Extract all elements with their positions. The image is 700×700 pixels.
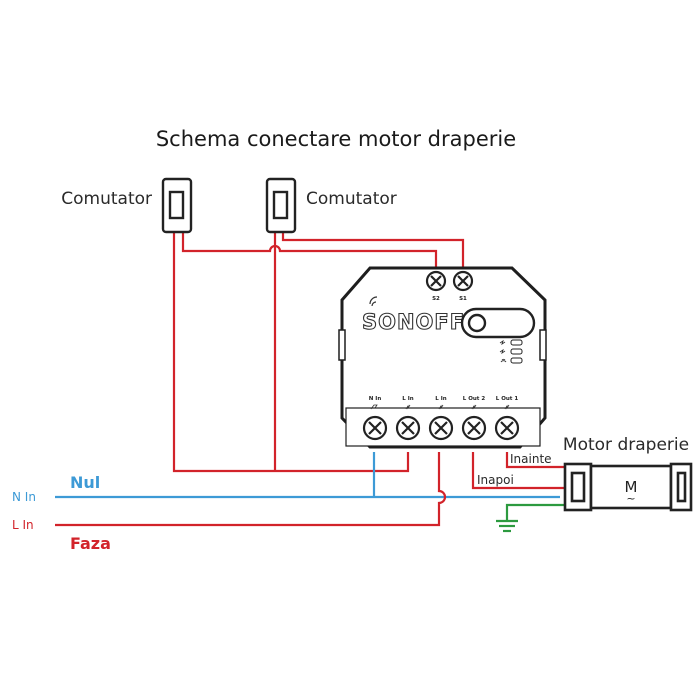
led-channel-2-icon <box>499 348 506 355</box>
motor-symbol: M <box>625 478 638 496</box>
terminal-l-out-2: L Out 2 <box>461 396 487 441</box>
phase-line <box>55 452 447 527</box>
terminal-s2 <box>425 270 447 292</box>
switch-1 <box>161 177 193 234</box>
ground-wire <box>505 503 565 520</box>
wifi-waves-icon <box>369 296 378 307</box>
motor-ac-symbol: ~ <box>626 492 635 505</box>
terminal-s2-label: S2 <box>432 296 440 302</box>
motor-label: Motor draperie <box>563 435 689 455</box>
phase-code-label: L In <box>12 518 34 532</box>
switch-1-label: Comutator <box>61 189 152 209</box>
diagram-title: Schema conectare motor draperie <box>156 127 516 151</box>
forward-wire-label: Inainte <box>510 452 552 466</box>
wire-switch1-s2 <box>181 232 438 270</box>
terminal-n-in: N In <box>362 396 388 441</box>
phase-name-label: Faza <box>70 534 111 553</box>
ground-symbol <box>496 519 518 533</box>
terminal-s1-label: S1 <box>459 296 467 302</box>
curtain-motor <box>563 462 693 512</box>
svg-text:L In: L In <box>402 396 413 402</box>
wire-switch1-return <box>172 232 410 473</box>
neutral-code-label: N In <box>12 490 36 504</box>
reverse-wire-label: Inapoi <box>477 473 514 487</box>
status-leds <box>499 339 523 364</box>
wire-lout1-forward <box>505 452 565 469</box>
switch-2 <box>265 177 297 234</box>
svg-text:L Out 2: L Out 2 <box>463 396 486 402</box>
terminal-l-out-1: L Out 1 <box>494 396 520 441</box>
terminal-l-in-2: L In <box>428 396 454 441</box>
terminal-glyphs <box>370 404 510 410</box>
svg-text:L Out 1: L Out 1 <box>496 396 519 402</box>
wire-lout2-reverse <box>471 452 565 490</box>
neutral-name-label: Nul <box>70 473 100 492</box>
led-wifi-icon <box>500 358 507 363</box>
svg-text:N In: N In <box>369 396 382 402</box>
sonoff-logo: SONOFF <box>361 296 465 335</box>
led-channel-1-icon <box>499 339 506 346</box>
pairing-button <box>460 307 536 339</box>
wire-switch2-s1 <box>281 232 465 270</box>
terminal-l-in-1: L In <box>395 396 421 441</box>
terminal-s1 <box>452 270 474 292</box>
svg-text:L In: L In <box>435 396 446 402</box>
sonoff-brand-text: SONOFF <box>362 310 465 334</box>
switch-2-label: Comutator <box>306 189 397 209</box>
